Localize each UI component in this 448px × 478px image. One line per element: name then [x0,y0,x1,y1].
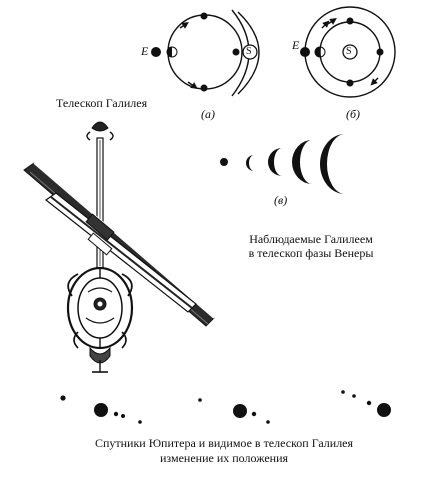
telescope-finial-scroll [86,131,114,141]
orbit-arrow-b3 [327,18,337,25]
venus-a-top [200,12,208,20]
venus-b-phase [315,47,320,57]
caption-a: (а) [201,107,215,121]
moon-2b [251,411,257,417]
jupiter-1 [94,403,108,417]
jupiter-caption-line1: Спутники Юпитера и видимое в телескоп Га… [94,436,354,450]
moon-1a [60,395,66,401]
diagram-b-bodies [300,17,384,87]
venus-orbit-a [167,14,243,90]
moon-3b [352,394,356,398]
epicycle-arrow-a [179,22,189,29]
venus-b-top [346,17,354,25]
telescope-base-ornament [66,266,134,350]
earth-b [300,47,310,57]
moon-2c [266,420,270,424]
moon-3a [341,390,345,394]
phase-5 [320,134,345,194]
venus-a-phase [167,47,172,57]
jupiter-2 [233,404,247,418]
venus-b-outline [314,46,326,58]
phases-caption-line2: в телескоп фазы Венеры [248,246,374,260]
moon-2a [198,398,202,402]
sun-orbit-arc-a [237,11,260,95]
phase-2 [246,155,254,171]
venus-b-bottom [346,79,354,87]
earth-label-b: E [292,38,300,52]
venus-a-bottom [200,84,208,92]
orbit-arrow-b1 [321,20,330,29]
jupiter-caption-line2: изменение их положения [159,451,289,465]
venus-a-right [232,48,240,56]
phases-caption-line1: Наблюдаемые Галилеем [249,232,373,246]
jupiter-3 [377,403,391,417]
sun-b [342,44,358,60]
diagram-a-bodies [151,12,258,92]
phase-1 [220,158,228,166]
moon-1d [138,420,142,424]
moon-1b [113,411,119,417]
sun-a [242,44,258,60]
telescope-illustration [23,121,215,373]
telescope-foot [89,346,111,364]
sun-label-b: S [346,46,352,57]
orbit-arrow-b2 [370,77,379,86]
earth-label-a: E [141,44,149,58]
sun-label-a: S [246,46,252,57]
venus-phases [220,134,345,194]
moon-1c [121,414,125,418]
phase-4 [292,140,312,184]
moon-3c [366,400,372,406]
telescope-caption: Телескоп Галилея [56,96,148,110]
earth-a [151,47,161,57]
phases-caption-tag: (в) [274,193,288,207]
caption-b: (б) [346,107,361,121]
orbit-arrow-a [187,81,198,90]
jupiter-moons [60,390,391,424]
phase-3 [268,148,282,176]
telescope-tube-second [44,192,197,313]
telescope-finial [91,121,109,132]
venus-b-right [376,48,384,56]
venus-a-outline [166,46,178,58]
